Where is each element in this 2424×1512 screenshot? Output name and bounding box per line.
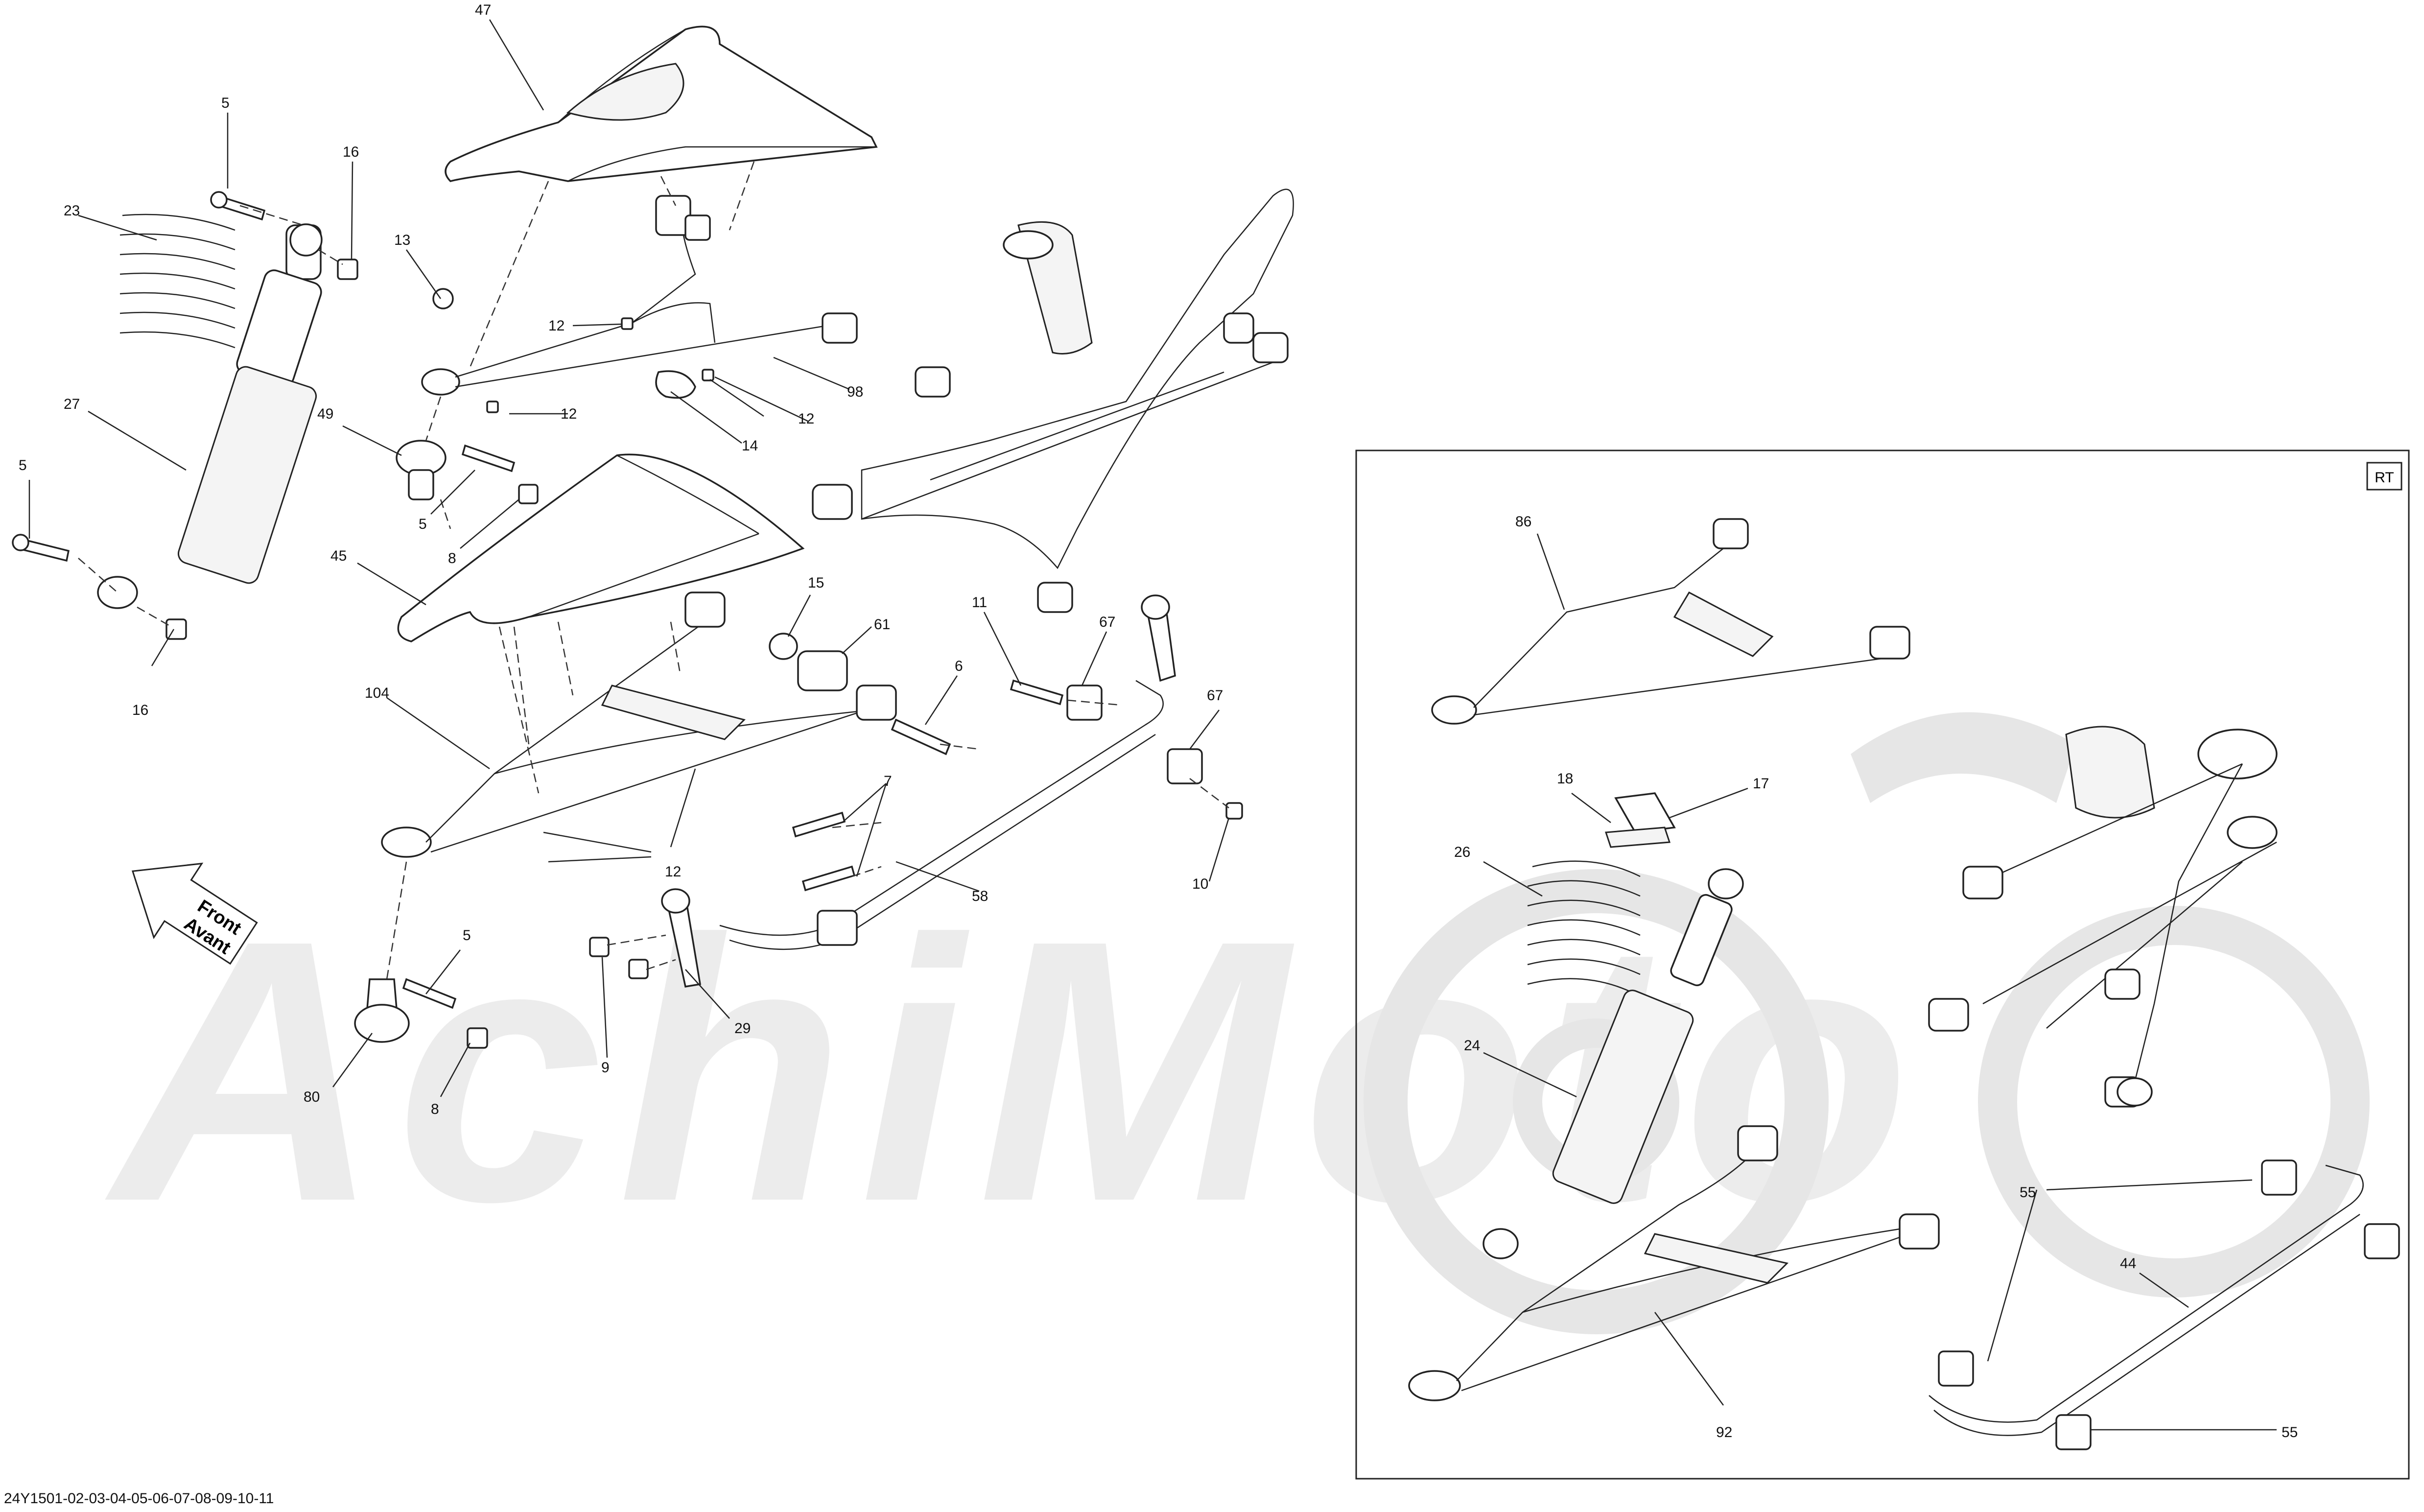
- callout-12: 12: [798, 411, 814, 427]
- leader-lines: [28, 19, 1230, 1097]
- part-49-ball-joint: [396, 440, 539, 504]
- callout-12: 12: [548, 318, 565, 334]
- callout-24: 24: [1464, 1038, 1480, 1054]
- front-direction-arrow: Front Avant: [131, 862, 258, 965]
- callout-16: 16: [132, 702, 148, 718]
- callout-labels: 47 5 16 23 13 12 98 12 12 14 27 49 5 8 5…: [19, 2, 2298, 1441]
- part-86-upper-a-arm: [1431, 518, 1910, 725]
- callout-80: 80: [304, 1089, 320, 1105]
- callout-98: 98: [847, 384, 863, 400]
- assembled-front-view: [812, 189, 1294, 613]
- callout-10: 10: [1192, 876, 1208, 892]
- part-104-lower-a-arm: [381, 591, 897, 858]
- part-23-spring: [119, 213, 235, 349]
- callout-49: 49: [317, 406, 333, 422]
- callout-12: 12: [665, 864, 681, 880]
- callout-67: 67: [1099, 614, 1115, 630]
- callout-47: 47: [475, 2, 491, 18]
- callout-26: 26: [1454, 844, 1470, 860]
- part-17-18-spring-seat: [1604, 792, 1676, 848]
- part-92-lower-a-arm: [1408, 1125, 1940, 1401]
- part-47-upper-cover: [445, 25, 878, 182]
- diagram-reference-code: 24Y1501-02-03-04-05-06-07-08-09-10-11: [4, 1490, 274, 1507]
- callout-15: 15: [808, 575, 824, 591]
- part-27-shock: [97, 223, 323, 609]
- callout-8: 8: [448, 550, 456, 567]
- callout-18: 18: [1557, 771, 1573, 787]
- callout-7: 7: [884, 773, 892, 789]
- callout-13: 13: [394, 232, 410, 248]
- callout-67: 67: [1207, 687, 1223, 704]
- callout-104: 104: [365, 685, 389, 701]
- hardware-upper: [432, 288, 714, 413]
- callout-17: 17: [1753, 776, 1769, 792]
- part-45-lower-cover: [397, 453, 805, 642]
- part-26-spring: [1527, 860, 1641, 995]
- hardware-bolts-7-11: [792, 679, 1064, 892]
- callout-12: 12: [561, 406, 577, 422]
- watermark-wheel: [1364, 869, 1829, 1334]
- callout-5: 5: [19, 457, 27, 473]
- part-58-stabilizer-bar: [589, 594, 1243, 988]
- callout-5: 5: [463, 927, 471, 944]
- callout-14: 14: [742, 438, 758, 454]
- hardware-bushings: [769, 633, 951, 756]
- callout-6: 6: [955, 658, 963, 674]
- watermark: AchiMoto: [101, 712, 2370, 1334]
- callout-5: 5: [221, 95, 230, 111]
- callout-11: 11: [972, 594, 987, 611]
- callout-55: 55: [2282, 1424, 2298, 1441]
- inset-rt-panel: RT: [1355, 449, 2410, 1480]
- callout-58: 58: [972, 888, 988, 904]
- callout-23: 23: [64, 203, 80, 219]
- inset-leader-lines: [1483, 533, 2277, 1431]
- callout-27: 27: [64, 396, 80, 412]
- callout-29: 29: [734, 1020, 751, 1037]
- callout-5: 5: [419, 516, 427, 532]
- assembly-axis-lines: [78, 161, 1229, 980]
- callout-45: 45: [330, 548, 347, 564]
- callout-16: 16: [343, 144, 359, 160]
- part-98-upper-a-arm: [421, 195, 858, 396]
- callout-61: 61: [874, 616, 890, 633]
- callout-9: 9: [601, 1060, 610, 1076]
- inset-tag: RT: [2375, 470, 2394, 486]
- part-80-ball-joint: [354, 978, 488, 1049]
- callout-55: 55: [2020, 1184, 2036, 1201]
- part-44-stabilizer-bar: [1929, 1159, 2400, 1450]
- callout-86: 86: [1515, 514, 1531, 530]
- part-24-shock: [1483, 868, 1744, 1259]
- callout-92: 92: [1716, 1424, 1732, 1441]
- callout-44: 44: [2120, 1255, 2136, 1272]
- inset-assembled-view: [1928, 726, 2278, 1108]
- callout-8: 8: [431, 1101, 439, 1117]
